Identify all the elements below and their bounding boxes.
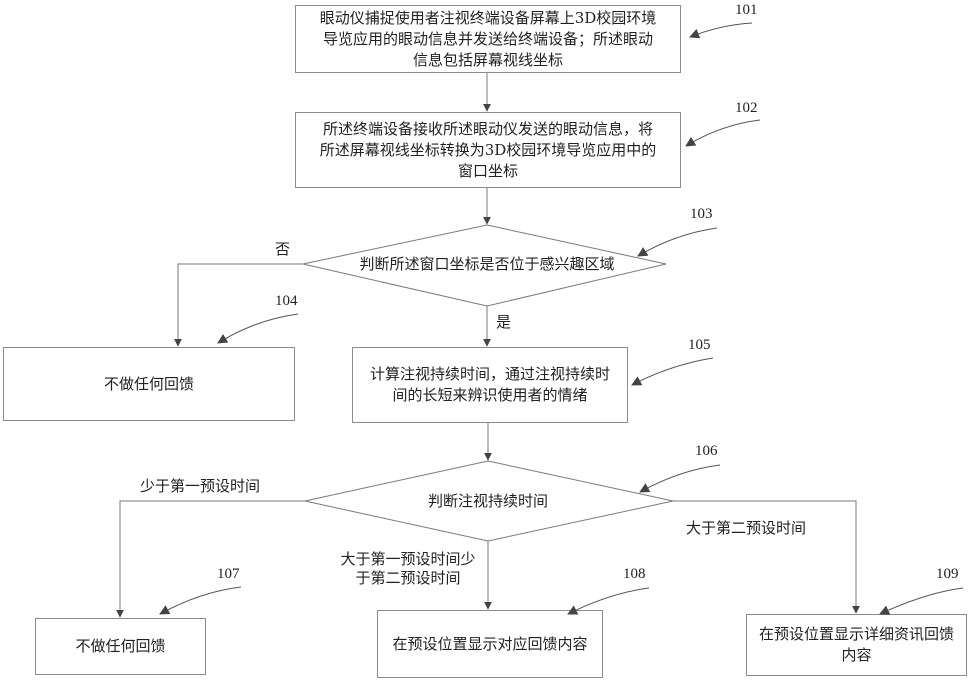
ref-102: 102 [735, 100, 758, 117]
ref-104-leader [218, 314, 298, 343]
node-103-text: 判断所述窗口坐标是否位于感兴趣区域 [330, 252, 644, 276]
node-109-line-1: 在预设位置显示详细资讯回馈 [759, 624, 954, 645]
ref-103-leader [638, 228, 717, 256]
node-105-text: 计算注视持续时间，通过注视持续时 间的长短来辨识使用者的情绪 [353, 348, 627, 422]
edge-label-no: 否 [275, 240, 290, 259]
edge-label-between-line-1: 大于第一预设时间少 [333, 550, 483, 569]
node-107-text: 不做任何回馈 [36, 619, 205, 674]
ref-107: 107 [217, 566, 240, 583]
node-105-line-2: 间的长短来辨识使用者的情绪 [392, 385, 587, 406]
node-108-text: 在预设位置显示对应回馈内容 [378, 611, 602, 677]
ref-106-leader [640, 465, 720, 492]
ref-101-leader [690, 23, 752, 37]
node-105-line-1: 计算注视持续时间，通过注视持续时 [370, 364, 610, 385]
edge-label-greater-than-second: 大于第二预设时间 [686, 519, 806, 538]
ref-104: 104 [275, 293, 298, 310]
ref-109: 109 [936, 566, 959, 583]
ref-108: 108 [623, 566, 646, 583]
edge-106-107 [120, 501, 305, 617]
node-101-line-1: 眼动仪捕捉使用者注视终端设备屏幕上3D校园环境 [320, 8, 657, 29]
node-101-text: 眼动仪捕捉使用者注视终端设备屏幕上3D校园环境 导览应用的眼动信息并发送给终端设… [296, 6, 680, 72]
ref-101: 101 [735, 2, 758, 19]
ref-105-leader [632, 358, 713, 385]
node-102-line-3: 窗口坐标 [458, 161, 518, 182]
ref-102-leader [686, 120, 760, 146]
edge-label-between-line-2: 于第二预设时间 [333, 569, 483, 588]
node-102-text: 所述终端设备接收所述眼动仪发送的眼动信息，将 所述屏幕视线坐标转换为3D校园环境… [296, 113, 680, 187]
node-109-text: 在预设位置显示详细资讯回馈 内容 [747, 615, 966, 675]
edge-label-between: 大于第一预设时间少 于第二预设时间 [333, 550, 483, 588]
node-101-line-3: 信息包括屏幕视线坐标 [413, 50, 563, 71]
edge-106-109 [673, 501, 856, 613]
ref-103: 103 [690, 206, 713, 223]
node-102-line-1: 所述终端设备接收所述眼动仪发送的眼动信息，将 [323, 119, 653, 140]
ref-107-leader [160, 587, 241, 614]
ref-105: 105 [688, 337, 711, 354]
node-106-text: 判断注视持续时间 [380, 489, 596, 513]
node-109-line-2: 内容 [841, 645, 871, 666]
node-102-line-2: 所述屏幕视线坐标转换为3D校园环境导览应用中的 [320, 140, 657, 161]
ref-106: 106 [695, 443, 718, 460]
edge-label-less-than-first: 少于第一预设时间 [140, 477, 260, 496]
node-104-text: 不做任何回馈 [4, 348, 294, 420]
node-101-line-2: 导览应用的眼动信息并发送给终端设备；所述眼动 [323, 29, 653, 50]
edge-label-yes: 是 [496, 313, 511, 332]
ref-109-leader [880, 588, 963, 614]
